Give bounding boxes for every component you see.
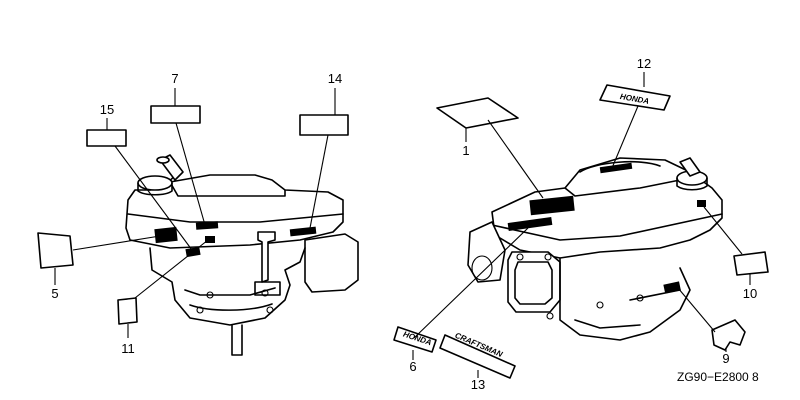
callout-5: 5 bbox=[51, 286, 58, 301]
leader-10 bbox=[703, 206, 743, 255]
decal-5 bbox=[37, 232, 74, 269]
leader-12 bbox=[611, 105, 639, 169]
leader-7 bbox=[175, 122, 206, 226]
decal-5-on-engine bbox=[154, 226, 178, 244]
callout-9: 9 bbox=[722, 351, 729, 366]
leader-9 bbox=[677, 287, 716, 333]
decal-9-on-engine bbox=[663, 281, 681, 294]
callout-7: 7 bbox=[171, 71, 178, 86]
callout-13: 13 bbox=[471, 377, 485, 392]
callout-12: 12 bbox=[637, 56, 651, 71]
decal-7-on-engine bbox=[195, 221, 219, 230]
callout-10: 10 bbox=[743, 286, 757, 301]
callout-6: 6 bbox=[409, 359, 416, 374]
decal-6-on-engine bbox=[507, 216, 553, 232]
decal-12-on-engine bbox=[599, 162, 633, 174]
leader-11 bbox=[134, 239, 209, 299]
drawing-code: ZG90−E2800 8 bbox=[677, 370, 759, 384]
leader-6 bbox=[413, 227, 529, 339]
decal-11 bbox=[117, 297, 138, 325]
decal-15 bbox=[86, 129, 127, 147]
right-engine bbox=[467, 157, 723, 341]
decal-11-on-engine bbox=[205, 236, 215, 243]
decal-9 bbox=[711, 319, 746, 351]
leader-15 bbox=[114, 145, 193, 251]
leader-14 bbox=[309, 134, 329, 229]
decal-10 bbox=[733, 251, 769, 276]
callout-11: 11 bbox=[121, 341, 135, 356]
decal-1-on-engine bbox=[529, 195, 575, 216]
callout-15: 15 bbox=[100, 102, 114, 117]
decal-1 bbox=[436, 97, 519, 129]
decal-12 bbox=[599, 84, 671, 111]
decal-14-on-engine bbox=[289, 226, 317, 237]
callout-1: 1 bbox=[462, 143, 469, 158]
decal-7 bbox=[150, 105, 201, 124]
decal-13 bbox=[439, 334, 516, 379]
leader-5 bbox=[72, 235, 161, 251]
decal-6 bbox=[393, 326, 437, 353]
leader-1 bbox=[487, 119, 544, 199]
decal-10-on-engine bbox=[697, 200, 706, 207]
callout-14: 14 bbox=[328, 71, 342, 86]
decal-14 bbox=[299, 114, 349, 136]
left-engine bbox=[125, 154, 359, 356]
